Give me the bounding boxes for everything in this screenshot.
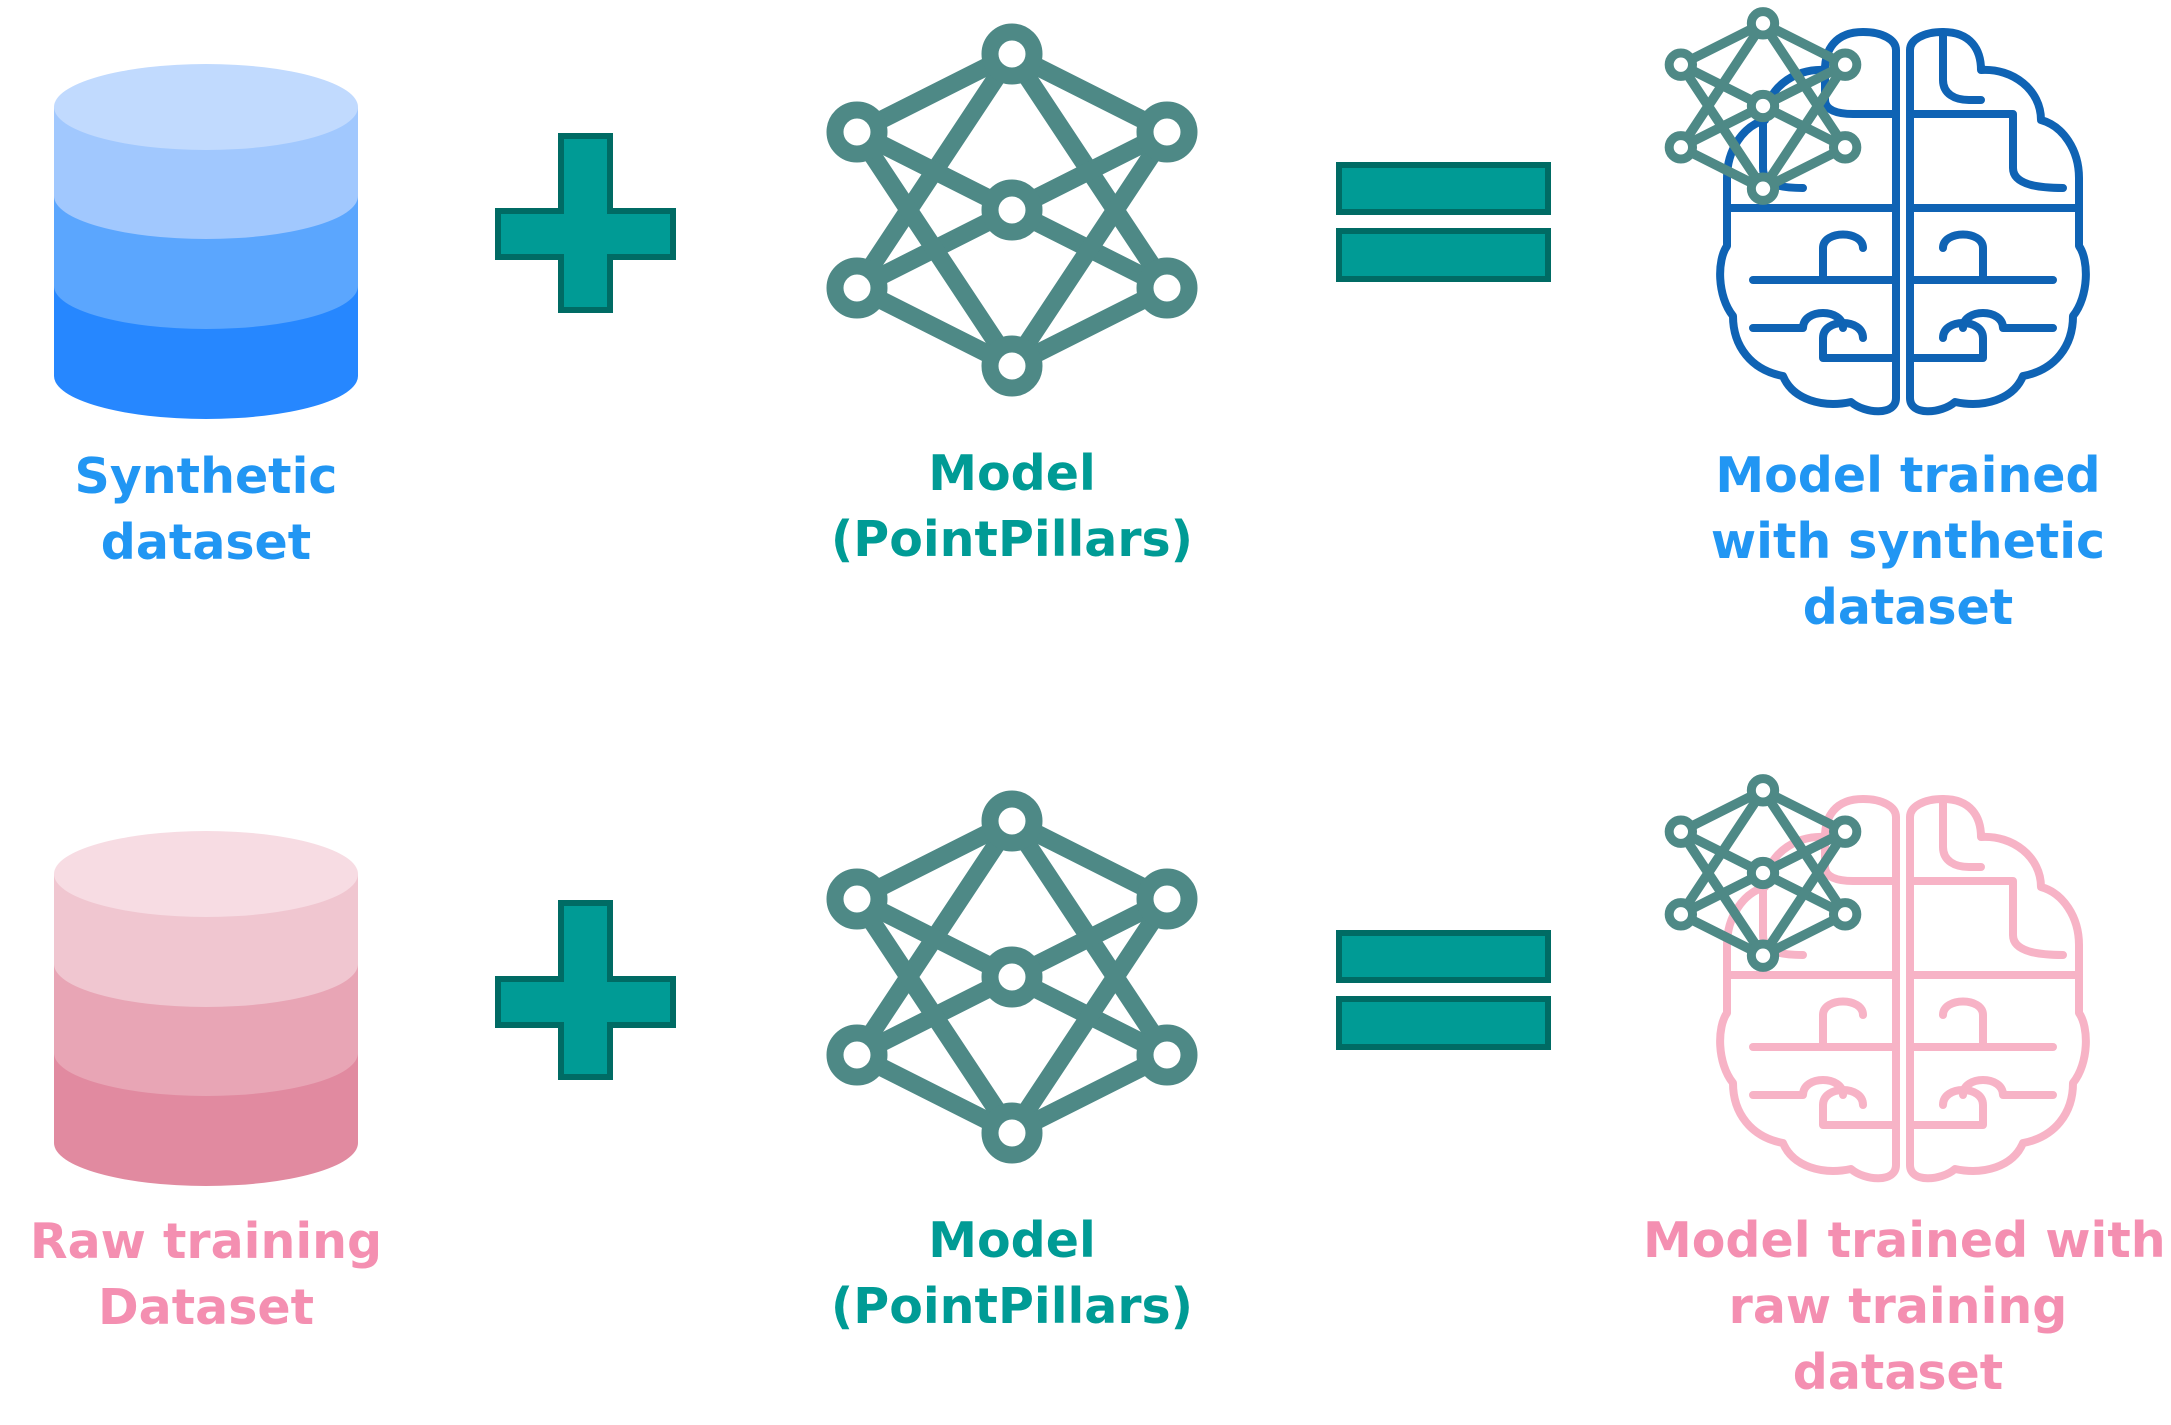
model-label-line: Model	[928, 445, 1096, 502]
row-raw	[54, 779, 2086, 1186]
result-label: Model trained with synthetic dataset	[1683, 443, 2133, 641]
plus-icon	[495, 133, 676, 313]
neural-network-icon	[835, 799, 1189, 1155]
dataset-label-line: Synthetic	[74, 448, 338, 505]
result-label-line: Model trained	[1715, 447, 2101, 504]
brain-icon	[1669, 779, 2086, 1179]
result-label-line: with synthetic	[1710, 513, 2106, 570]
result-label: Model trained with raw training dataset	[1643, 1208, 2166, 1406]
equals-icon	[1336, 930, 1551, 1050]
result-label-line: dataset	[1792, 1344, 2004, 1401]
result-label-line: raw training	[1728, 1278, 2068, 1335]
dataset-label-line: Dataset	[97, 1279, 315, 1336]
model-label: Model (PointPillars)	[812, 441, 1212, 573]
brain-icon	[1669, 12, 2086, 412]
model-label-line: (PointPillars)	[830, 1278, 1194, 1335]
row-synthetic	[54, 12, 2086, 419]
database-icon	[54, 64, 358, 419]
dataset-label-line: dataset	[100, 514, 312, 571]
dataset-label-line: Raw training	[29, 1213, 383, 1270]
model-label-line: Model	[928, 1212, 1096, 1269]
result-label-line: Model trained with	[1643, 1212, 2166, 1269]
model-label: Model (PointPillars)	[812, 1208, 1212, 1340]
dataset-label: Raw training Dataset	[16, 1209, 396, 1341]
neural-network-icon	[835, 32, 1189, 388]
database-icon	[54, 831, 358, 1186]
dataset-label: Synthetic dataset	[56, 444, 356, 576]
result-label-line: dataset	[1802, 579, 2014, 636]
plus-icon	[495, 900, 676, 1080]
model-label-line: (PointPillars)	[830, 511, 1194, 568]
equals-icon	[1336, 162, 1551, 282]
